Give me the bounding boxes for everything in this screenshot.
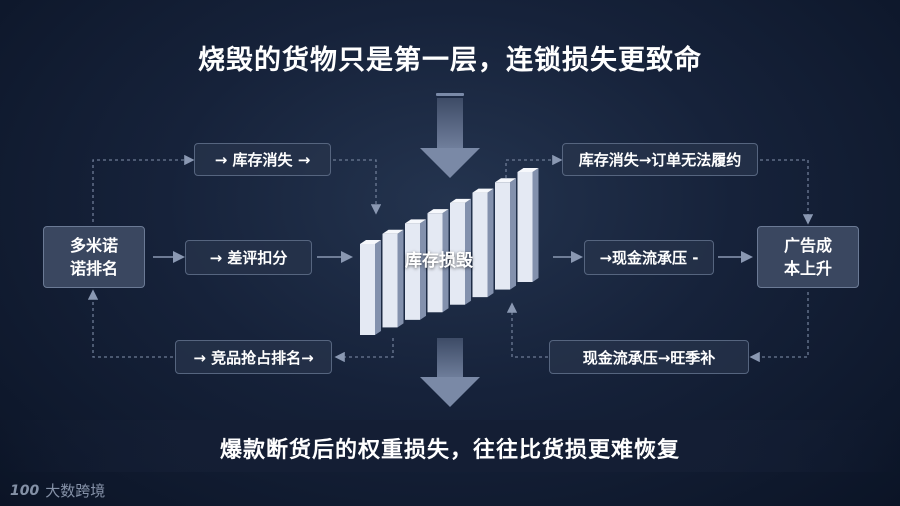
watermark-logo-icon: 100	[10, 482, 40, 499]
connector-bottom-right-to-bars	[506, 302, 548, 358]
domino-bar	[382, 229, 404, 328]
bottom-down-arrow	[420, 338, 480, 407]
node-ad-cost-rise: 广告成 本上升	[757, 226, 859, 288]
page-title: 烧毁的货物只是第一层，连锁损失更致命	[198, 45, 702, 76]
watermark-text: 大数跨境	[45, 482, 106, 500]
domino-bar	[517, 168, 539, 282]
top-down-arrow	[420, 98, 480, 178]
title-divider	[436, 93, 464, 96]
watermark: 100 大数跨境	[10, 480, 105, 501]
box-competitor-rank: → 竞品抢占排名→	[175, 340, 332, 374]
domino-bar	[427, 209, 449, 313]
bottom-banner	[0, 420, 900, 472]
connector-bars-to-bottom-left	[334, 338, 394, 363]
domino-bar	[405, 219, 426, 320]
domino-bars	[360, 168, 539, 335]
connector-right-to-bottom-right	[749, 292, 809, 363]
domino-bar	[360, 240, 381, 335]
bottom-caption: 爆款断货后的权重损失，往往比货损更难恢复	[219, 438, 680, 463]
connector-bars-to-top-right	[505, 154, 563, 178]
node-domino-line2: 诺排名	[69, 259, 118, 278]
domino-bar	[495, 178, 516, 290]
center-label: 库存损毁	[405, 251, 473, 271]
connector-top-left-to-bars	[333, 159, 382, 215]
box-bad-review: → 差评扣分	[185, 240, 312, 275]
connector-bottom-left-to-left	[87, 289, 173, 358]
domino-bar	[472, 188, 494, 298]
box-cashflow-restock: 现金流承压→旺季补	[549, 340, 749, 374]
node-ad-line1: 广告成	[783, 236, 832, 255]
box-stock-disappear: → 库存消失 →	[194, 143, 331, 176]
node-domino-ranking: 多米诺 诺排名	[43, 226, 145, 288]
connector-top-right-to-right	[760, 159, 814, 225]
node-ad-line2: 本上升	[783, 259, 832, 278]
node-domino-line1: 多米诺	[69, 236, 118, 255]
box-order-unfulfilled: 库存消失→订单无法履约	[562, 143, 758, 176]
connector-left-top	[92, 154, 195, 222]
domino-bar	[450, 198, 471, 305]
box-cashflow-pressure: →现金流承压 -	[584, 240, 714, 275]
